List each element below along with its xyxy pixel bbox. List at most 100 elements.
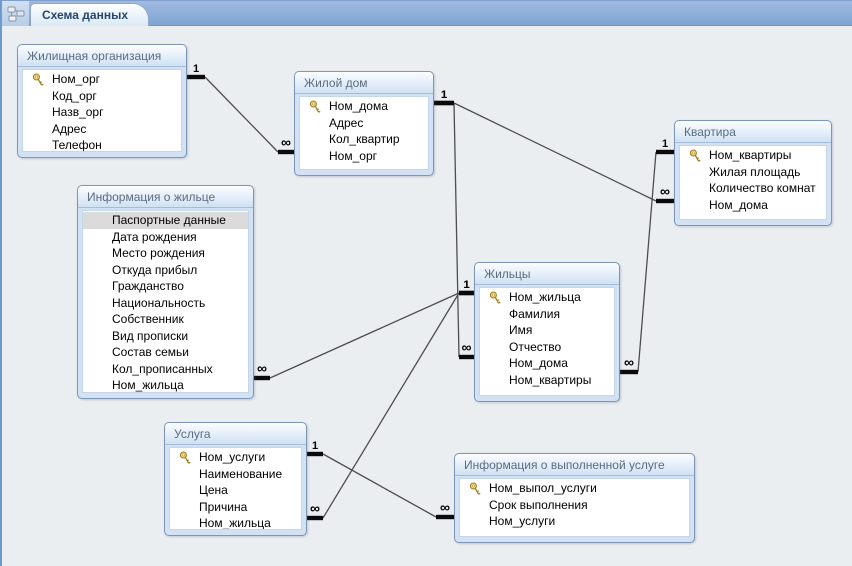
field-row[interactable]: Кол_квартир (300, 131, 428, 148)
table-title: Квартира (684, 124, 736, 139)
field-name: Имя (509, 323, 533, 337)
field-name: Собственник (112, 312, 184, 326)
field-name: Код_орг (52, 88, 97, 103)
field-row[interactable]: Ном_жильца (480, 289, 614, 306)
relationship-line[interactable] (204, 76, 279, 153)
field-row[interactable]: Собственник (83, 311, 248, 328)
field-row[interactable]: Цена (170, 482, 301, 499)
table-header[interactable]: Жилищная организация (18, 45, 186, 67)
field-row[interactable]: Адрес (300, 115, 428, 132)
field-row[interactable]: Ном_орг (300, 148, 428, 165)
field-row[interactable]: Ном_жильца (83, 377, 248, 392)
field-row[interactable]: Ном_жильца (170, 515, 301, 530)
relationship-line[interactable] (637, 151, 657, 373)
field-name: Ном_квартиры (709, 148, 792, 162)
field-row[interactable]: Отчество (480, 339, 614, 356)
field-row[interactable]: Состав семьи (83, 344, 248, 361)
relationship-line[interactable] (322, 453, 437, 518)
field-row[interactable]: Имя (480, 322, 614, 339)
field-row[interactable]: Адрес (23, 121, 181, 138)
field-name: Ном_услуги (199, 450, 266, 464)
field-row[interactable]: Ном_услуги (460, 513, 689, 530)
field-row[interactable]: Количество комнат (680, 180, 826, 197)
field-row[interactable]: Код_орг (23, 88, 181, 105)
tab-schema-dannykh[interactable]: Схема данных (30, 3, 149, 26)
one-stub (434, 100, 454, 106)
one-stub (459, 290, 474, 296)
field-row[interactable]: Ном_квартиры (680, 147, 826, 164)
table-header[interactable]: Услуга (165, 423, 306, 445)
relationship-line[interactable] (322, 292, 460, 519)
primary-key-icon (489, 290, 501, 305)
table-header[interactable]: Информация о выполненной услуге (455, 454, 694, 476)
table-header[interactable]: Жильцы (475, 263, 619, 285)
field-name: Кол_квартир (329, 132, 400, 146)
field-row[interactable]: Кол_прописанных (83, 361, 248, 378)
field-name: Отчество (509, 339, 562, 354)
field-name: Откуда прибыл (112, 262, 198, 277)
field-name: Ном_дома (329, 99, 388, 113)
field-row[interactable]: Ном_квартиры (480, 372, 614, 389)
cardinality-one-label: 1 (463, 279, 469, 291)
primary-key-icon (309, 99, 321, 114)
field-row[interactable]: Ном_орг (23, 71, 181, 88)
field-row[interactable]: Ном_услуги (170, 449, 301, 466)
field-row[interactable]: Жилая площадь (680, 164, 826, 181)
field-row[interactable]: Назв_орг (23, 104, 181, 121)
cardinality-one-label: 1 (463, 279, 469, 291)
primary-key-icon (689, 148, 701, 163)
field-row[interactable]: Вид прописки (83, 328, 248, 345)
tab-label: Схема данных (42, 8, 128, 22)
field-name: Наименование (199, 466, 283, 481)
cardinality-many-label: ∞ (624, 354, 634, 370)
table-header[interactable]: Жилой дом (295, 72, 433, 94)
one-stub (307, 451, 323, 457)
field-row[interactable]: Ном_дома (680, 197, 826, 214)
table-header[interactable]: Информация о жильце (78, 186, 253, 208)
field-name: Ном_выпол_услуги (489, 481, 597, 495)
table-header[interactable]: Квартира (675, 121, 831, 143)
field-name: Ном_орг (329, 148, 377, 163)
field-row[interactable]: Место рождения (83, 245, 248, 262)
field-row[interactable]: Паспортные данные (83, 212, 248, 229)
field-name: Цена (199, 483, 228, 497)
relationship-line[interactable] (453, 102, 460, 358)
field-row[interactable]: Национальность (83, 295, 248, 312)
field-name: Состав семьи (112, 345, 189, 359)
cardinality-many-label: ∞ (310, 500, 320, 516)
field-name: Срок выполнения (489, 497, 588, 512)
field-row[interactable]: Дата рождения (83, 229, 248, 246)
field-row[interactable]: Ном_выпол_услуги (460, 480, 689, 497)
field-row[interactable]: Срок выполнения (460, 497, 689, 514)
cardinality-many-label: ∞ (462, 339, 472, 355)
one-stub (187, 74, 205, 80)
field-name: Ном_квартиры (509, 372, 592, 387)
relationship-line[interactable] (453, 102, 657, 202)
field-row[interactable]: Откуда прибыл (83, 262, 248, 279)
relationship-line[interactable] (269, 292, 460, 379)
field-row[interactable]: Фамилия (480, 306, 614, 323)
primary-key-icon (179, 450, 191, 465)
field-name: Ном_жильца (199, 516, 271, 530)
many-stub (436, 514, 454, 520)
field-row[interactable]: Гражданство (83, 278, 248, 295)
field-row[interactable]: Причина (170, 499, 301, 516)
field-row[interactable]: Ном_дома (480, 355, 614, 372)
field-name: Адрес (52, 121, 87, 136)
field-row[interactable]: Телефон (23, 137, 181, 151)
field-row[interactable]: Ном_дома (300, 98, 428, 115)
field-row[interactable]: Наименование (170, 466, 301, 483)
